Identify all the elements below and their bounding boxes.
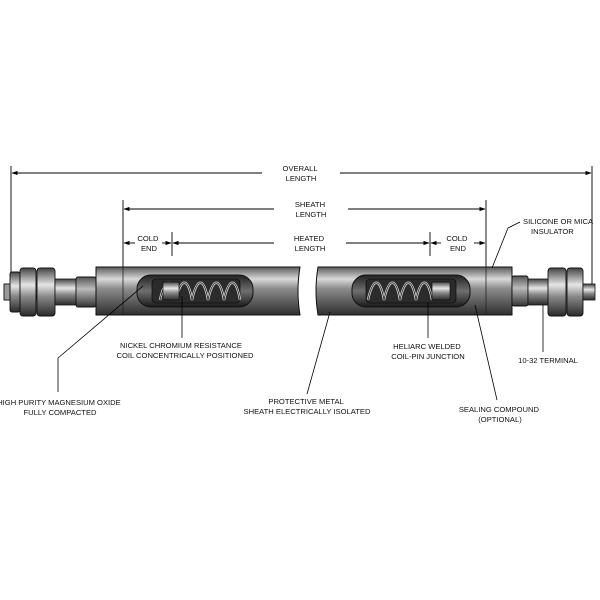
left-heater-section [3, 266, 301, 317]
dimension-labels: OVERALL LENGTH SHEATH LENGTH HEATED LENG… [137, 164, 469, 253]
right-pin-shank [527, 278, 551, 306]
right-nut-outer [566, 267, 584, 317]
insulator-leader [491, 227, 509, 269]
heated-length-label: HEATED LENGTH [294, 234, 326, 253]
cold-end-left-label: COLD END [137, 234, 160, 253]
cold-end-right-label: COLD END [446, 234, 469, 253]
left-nut-inner [36, 267, 56, 317]
right-coil-pin-junction [431, 281, 451, 301]
leader-lines [57, 221, 544, 401]
coil-callout: NICKEL CHROMIUM RESISTANCE COIL CONCENTR… [117, 341, 255, 360]
right-heater-section [315, 266, 596, 317]
sealing-leader [474, 304, 498, 401]
left-coil-pin-junction [162, 281, 180, 301]
sheath-callout: PROTECTIVE METAL SHEATH ELECTRICALLY ISO… [244, 397, 371, 416]
insulator-callout: SILICONE OR MICA INSULATOR [523, 217, 595, 236]
left-washer [9, 271, 21, 313]
right-nut-inner [547, 267, 567, 317]
callout-labels: SILICONE OR MICA INSULATOR NICKEL CHROMI… [0, 217, 595, 424]
sheath-length-label: SHEATH LENGTH [295, 200, 327, 219]
sealing-callout: SEALING COMPOUND (OPTIONAL) [459, 405, 541, 424]
right-terminal-pin [582, 283, 596, 301]
magnesium-callout: HIGH PURITY MAGNESIUM OXIDE FULLY COMPAC… [0, 398, 123, 417]
terminal-callout: 10-32 TERMINAL [518, 356, 578, 365]
left-insulator [75, 276, 97, 308]
dimension-lines [10, 166, 593, 290]
left-pin-shank [54, 278, 78, 306]
left-pin-tip [3, 283, 11, 301]
overall-length-label: OVERALL LENGTH [283, 164, 320, 183]
insulator-leader-tail [507, 221, 521, 229]
sheath-leader [306, 311, 331, 395]
left-nut-outer [19, 267, 37, 317]
junction-callout: HELIARC WELDED COIL-PIN JUNCTION [391, 342, 464, 361]
right-coil-outline [367, 282, 433, 301]
right-insulator [511, 275, 529, 307]
magnesium-leader [57, 285, 144, 359]
